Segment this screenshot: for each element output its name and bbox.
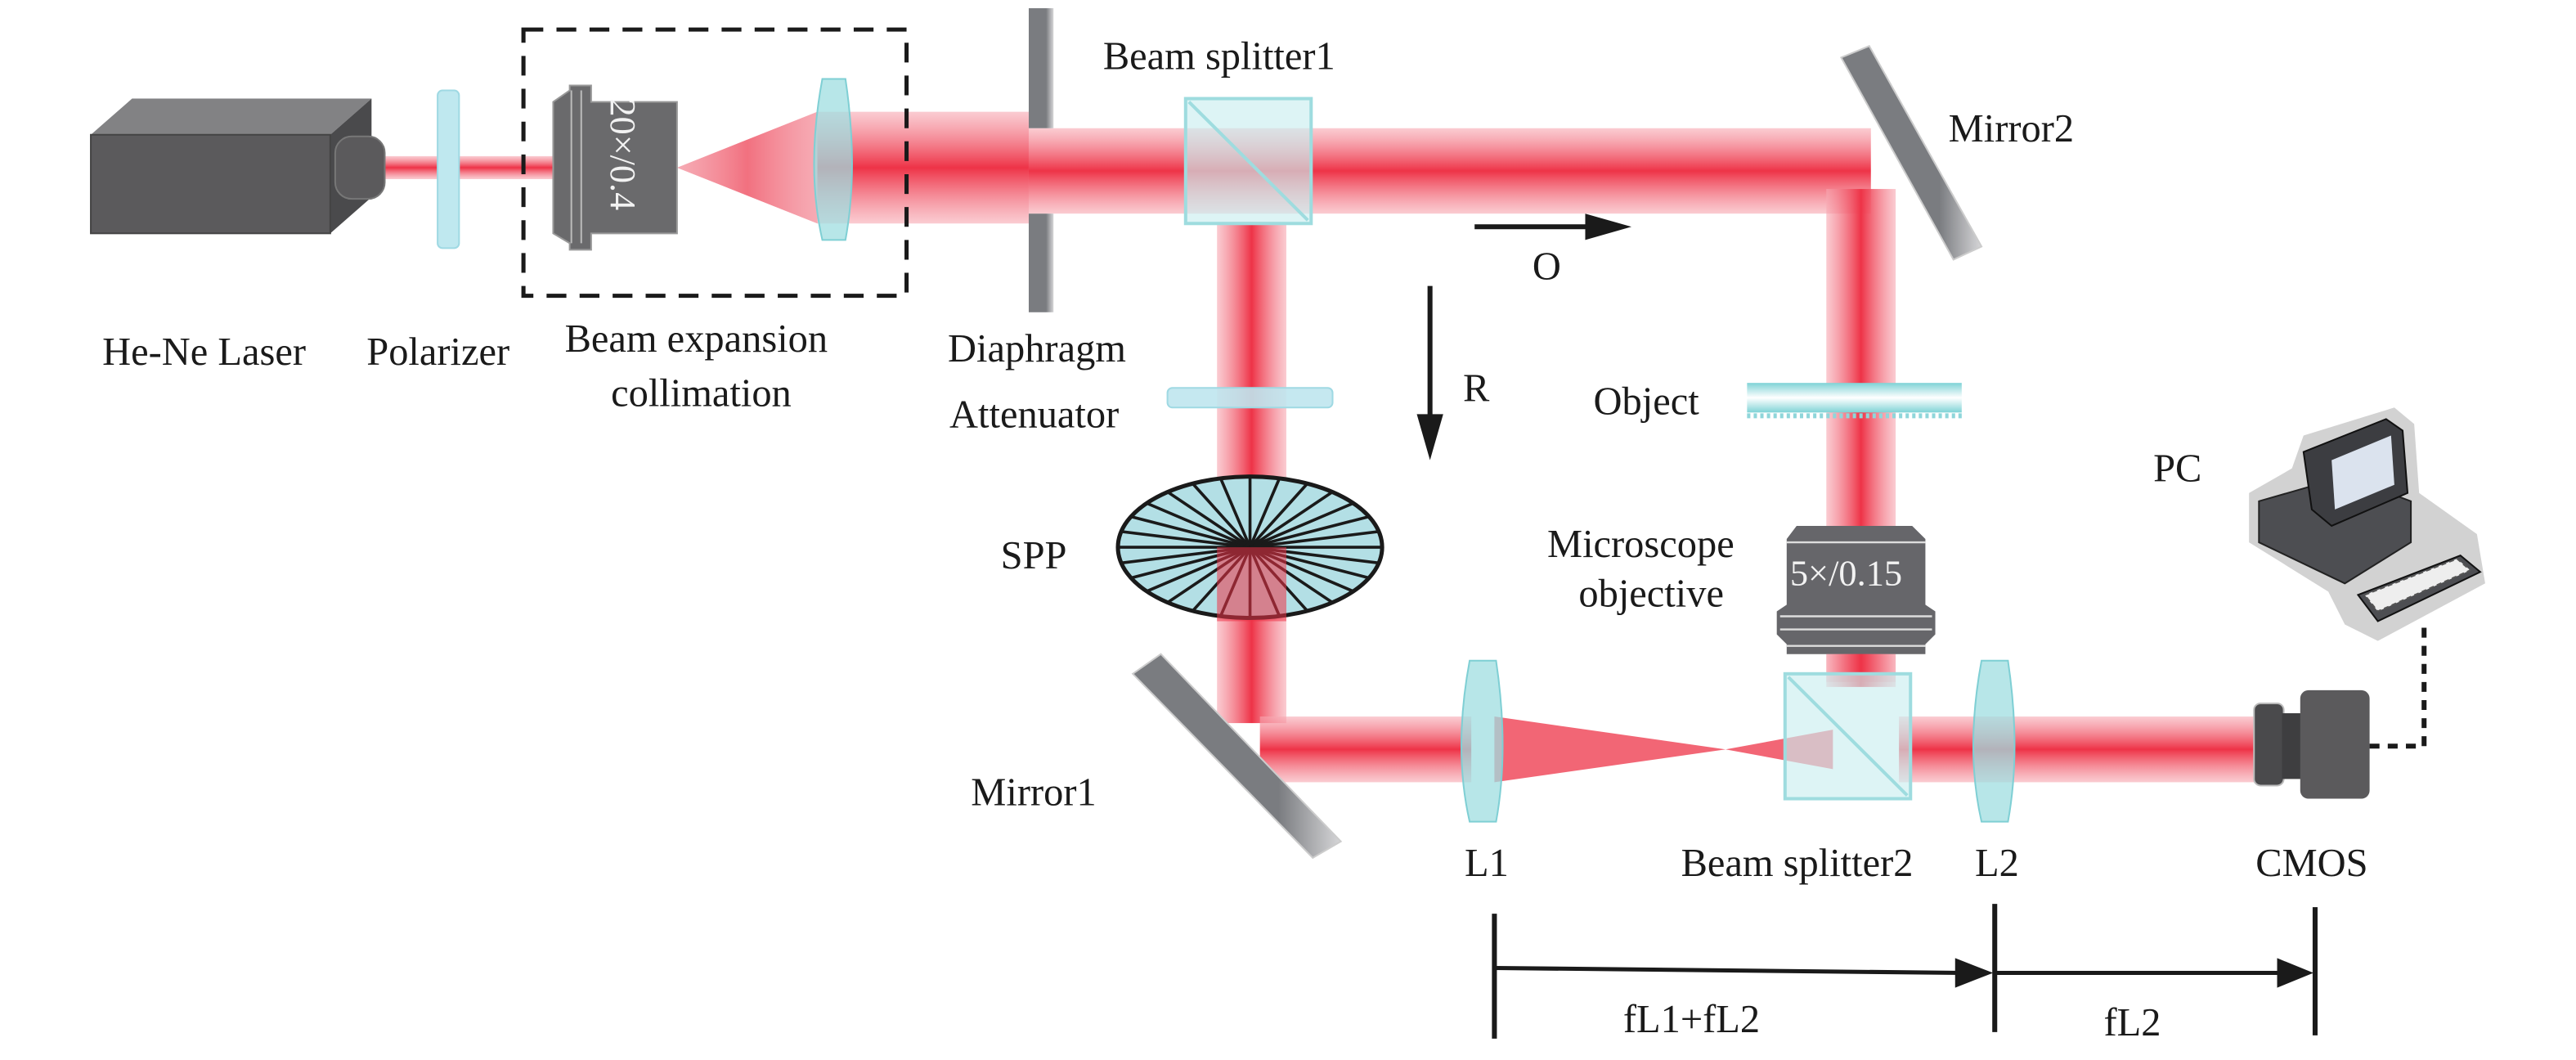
label-dim-fl1-fl2: fL1+fL2 xyxy=(1623,998,1760,1041)
beam-reference-horizontal xyxy=(1259,716,1472,783)
beam-expansion-dashed-box xyxy=(521,27,909,299)
cmos-camera xyxy=(2253,689,2370,799)
spp-spoke xyxy=(1249,501,1354,549)
spp-spoke xyxy=(1249,483,1309,549)
beam-splitter-2 xyxy=(1783,671,1913,801)
beam-reference-vertical xyxy=(1217,222,1286,724)
beam-splitter-2-diagonal xyxy=(1787,676,1909,797)
cmos-lens-mount xyxy=(2282,713,2302,779)
pc-cmos-cable xyxy=(2369,621,2427,749)
beam-expanding-cone-fill xyxy=(676,111,818,224)
collimating-lens xyxy=(813,78,853,241)
spiral-phase-plate xyxy=(1115,474,1384,622)
spp-spoke xyxy=(1130,514,1251,549)
label-he-ne-laser: He-Ne Laser xyxy=(102,330,306,374)
label-l1: L1 xyxy=(1465,842,1509,885)
focal-length-dimensions xyxy=(1492,904,2318,1039)
label-microscope-line1: Microscope xyxy=(1547,523,1735,566)
label-polarizer: Polarizer xyxy=(366,330,509,374)
collimating-lens-shape xyxy=(813,78,853,241)
beam-splitter-1-diagonal xyxy=(1187,101,1309,222)
laser-top-face xyxy=(91,98,372,135)
expander-objective: 20×/0.4 xyxy=(552,84,678,251)
label-cmos: CMOS xyxy=(2255,842,2367,885)
reference-beam-arrow xyxy=(1416,285,1443,460)
object-sample xyxy=(1747,383,1962,419)
label-pc: PC xyxy=(2153,447,2201,491)
lens-l2 xyxy=(1972,659,2016,823)
pc-computer-icon xyxy=(2249,407,2485,641)
pc-screen xyxy=(2331,435,2394,510)
spp-spoke xyxy=(1192,483,1251,549)
object-beam-arrow xyxy=(1474,213,1631,240)
dim-arrow-span1-head xyxy=(1954,958,1994,988)
object-sample-plate xyxy=(1747,383,1962,413)
label-beam-expansion-line1: Beam expansion xyxy=(565,317,828,361)
mirror-1 xyxy=(1131,653,1343,860)
dim-arrow-span1-shaft xyxy=(1494,965,1962,976)
label-diaphragm: Diaphragm xyxy=(948,327,1126,371)
label-microscope-line2: objective xyxy=(1578,573,1724,616)
spp-beam-overlay xyxy=(1217,547,1286,622)
expander-objective-mark: 20×/0.4 xyxy=(603,99,643,211)
label-beam-splitter-1: Beam splitter1 xyxy=(1103,34,1335,78)
mirror-2 xyxy=(1840,44,1983,261)
pc-keys xyxy=(2363,558,2472,613)
label-dim-fl2: fL2 xyxy=(2104,1001,2161,1044)
microscope-objective-mark: 5×/0.15 xyxy=(1790,553,1902,593)
cmos-lens-ring xyxy=(2253,702,2285,787)
label-l2: L2 xyxy=(1975,842,2019,885)
spp-spoke xyxy=(1250,514,1370,549)
diaphragm-upper-blade xyxy=(1028,8,1054,128)
beam-splitter-1 xyxy=(1183,97,1313,226)
label-object: Object xyxy=(1594,380,1700,423)
beam-after-diaphragm xyxy=(1028,128,1871,214)
spp-spoke xyxy=(1249,491,1334,549)
object-arrow-head xyxy=(1585,213,1631,240)
label-mirror-1: Mirror1 xyxy=(971,771,1096,815)
label-spp: SPP xyxy=(1001,534,1067,577)
label-mirror-2: Mirror2 xyxy=(1949,107,2074,150)
spp-spoke xyxy=(1218,478,1252,548)
spp-spoke xyxy=(1166,491,1251,549)
attenuator xyxy=(1166,387,1334,409)
spp-spoke xyxy=(1250,530,1380,549)
microscope-objective-body xyxy=(1776,525,1936,654)
label-object-beam-o: O xyxy=(1533,245,1561,289)
polarizer xyxy=(437,89,460,249)
beam-laser-thin xyxy=(383,155,557,180)
laser-nozzle xyxy=(334,135,386,200)
label-beam-expansion-line2: collimation xyxy=(611,371,792,415)
reference-arrow-head xyxy=(1416,414,1443,460)
diaphragm-lower-blade xyxy=(1028,213,1054,312)
beam-focus-cone-left xyxy=(1494,716,1726,783)
beam-combined xyxy=(1899,716,2260,783)
he-ne-laser xyxy=(90,98,386,235)
laser-beams xyxy=(383,111,2260,783)
label-beam-splitter-2: Beam splitter2 xyxy=(1681,842,1914,885)
expander-objective-body xyxy=(552,84,678,251)
dim-arrow-span2-head xyxy=(2277,958,2313,988)
cmos-body xyxy=(2300,689,2370,799)
spp-spoke xyxy=(1248,478,1281,548)
spp-spoke xyxy=(1120,530,1250,549)
spp-spoke xyxy=(1146,501,1251,549)
laser-front-face xyxy=(90,133,331,235)
lens-l1 xyxy=(1461,659,1504,823)
label-reference-beam-r: R xyxy=(1463,366,1490,410)
label-attenuator: Attenuator xyxy=(949,393,1119,437)
microscope-objective: 5×/0.15 xyxy=(1776,525,1936,654)
